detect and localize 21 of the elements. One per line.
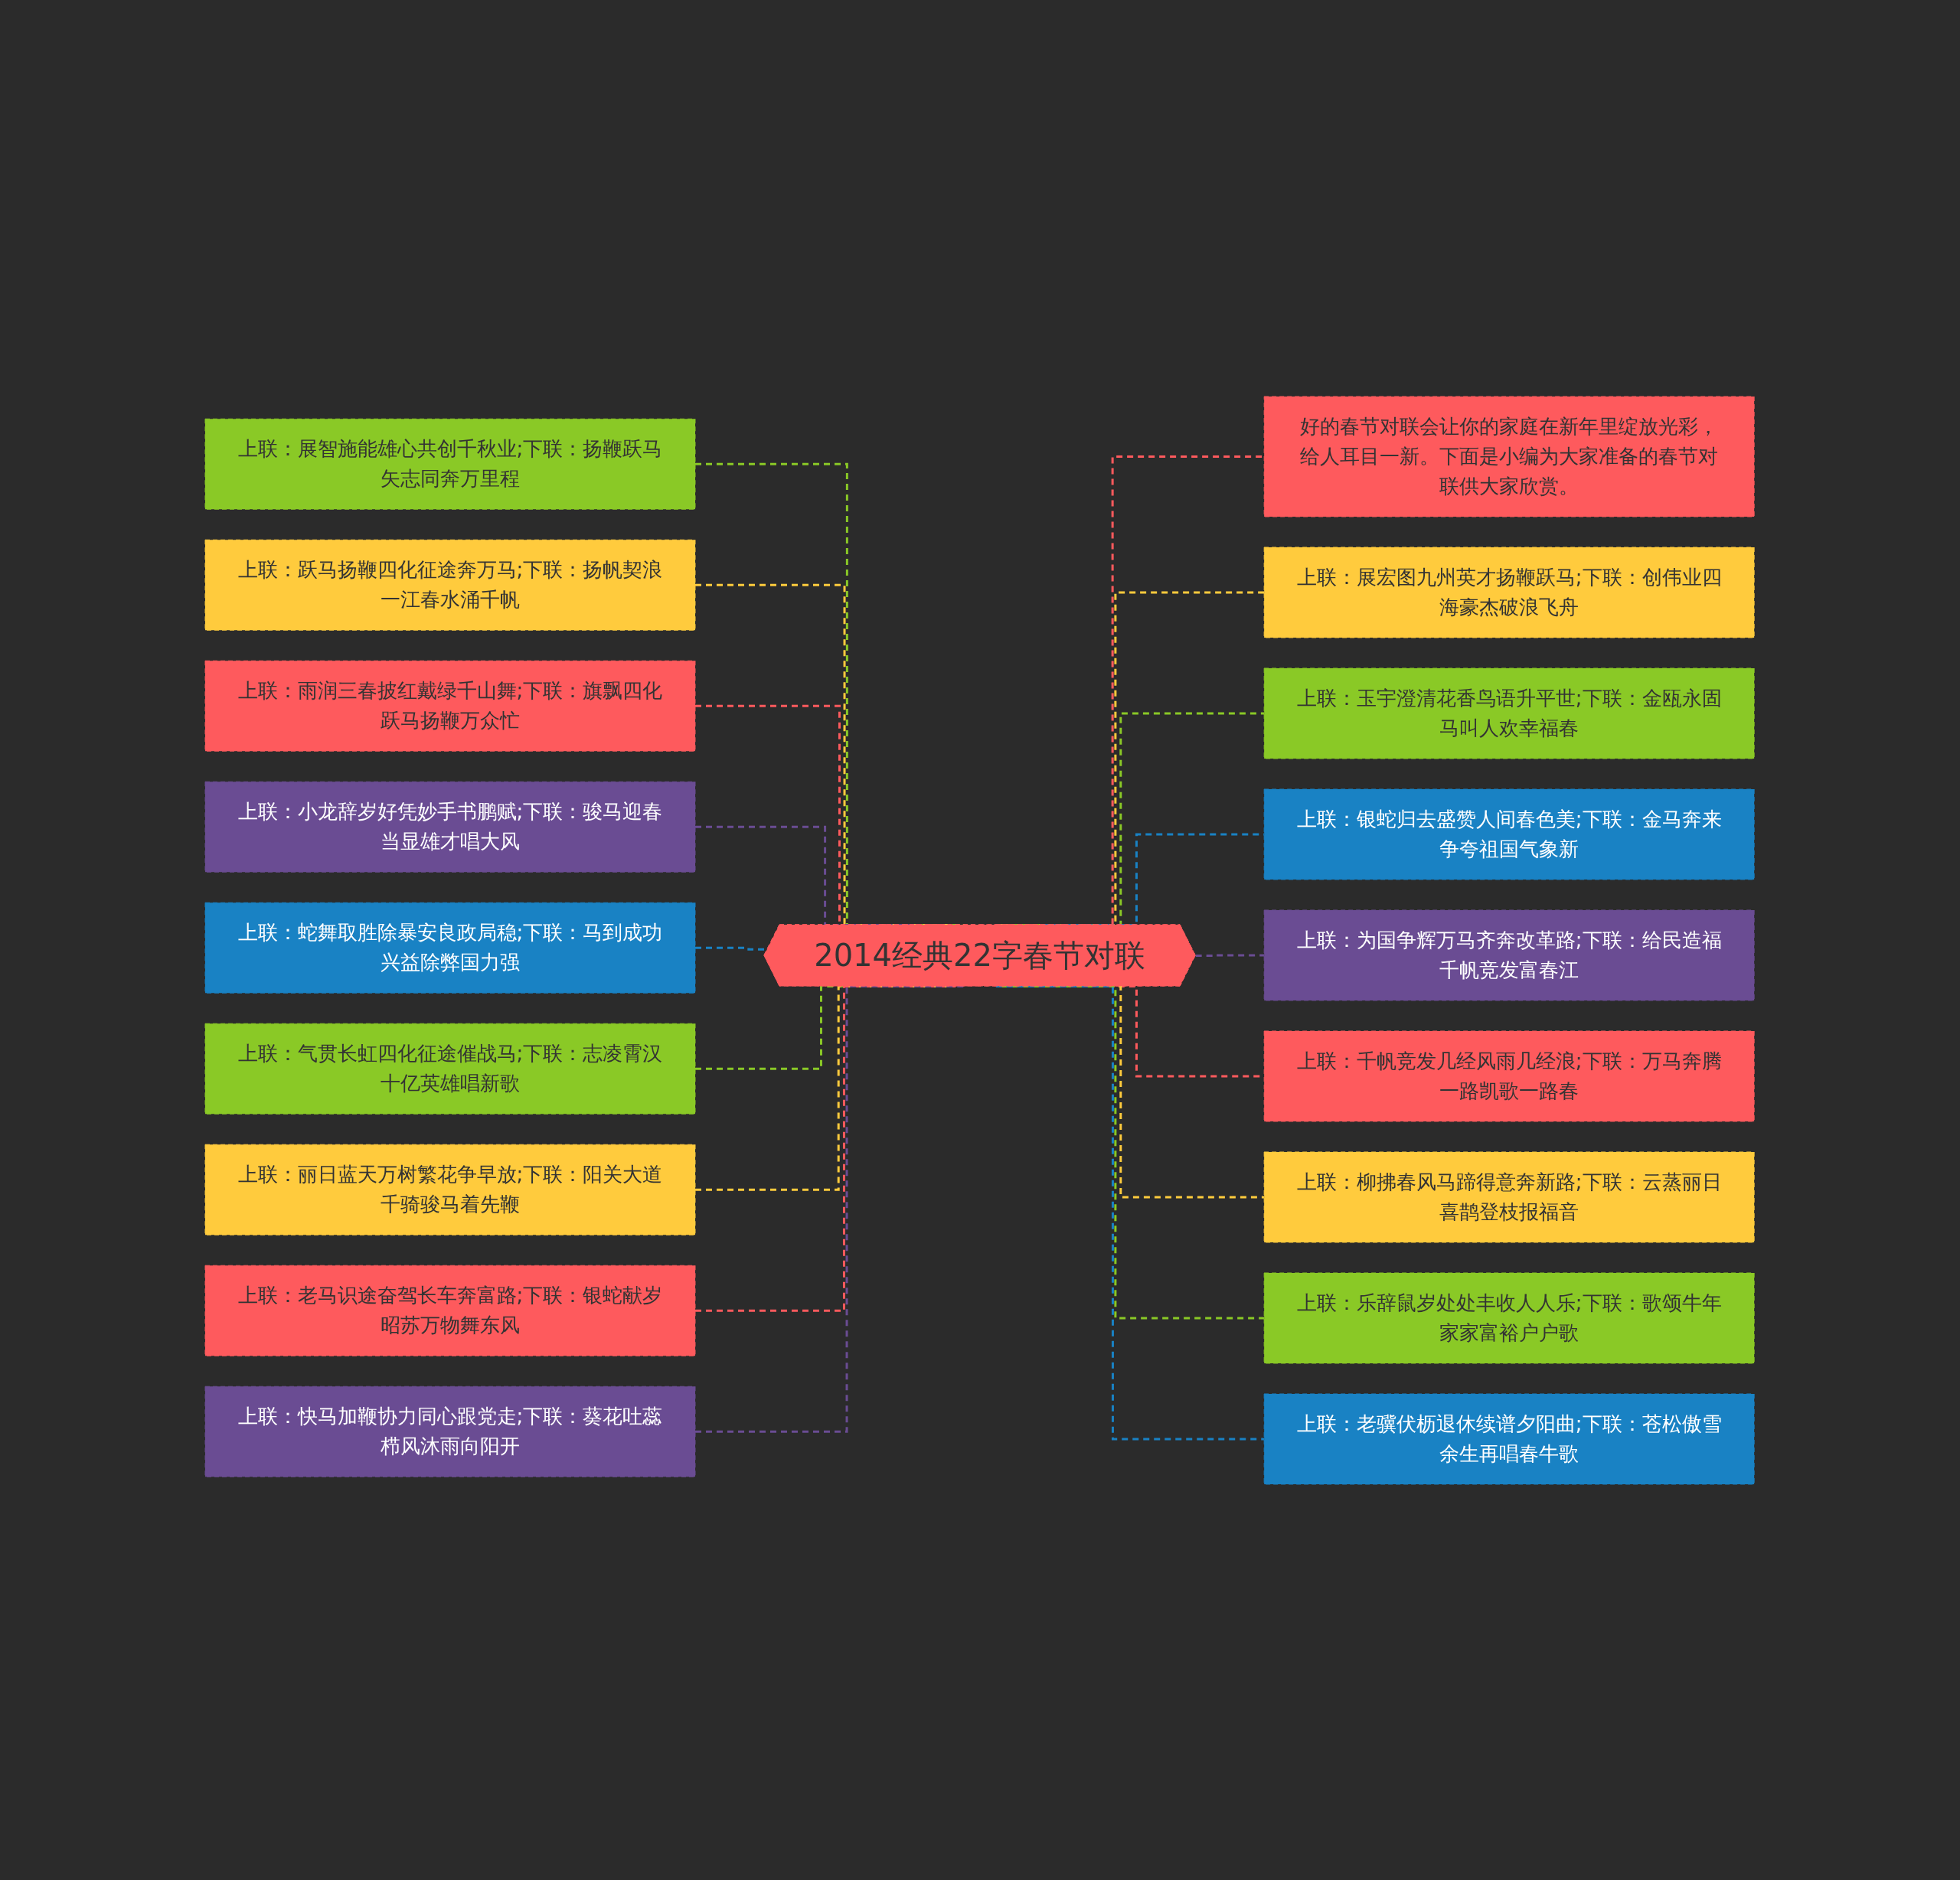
node-box: 上联：雨润三春披红戴绿千山舞;下联：旗飘四化跃马扬鞭万众忙	[204, 660, 696, 752]
node-box: 上联：蛇舞取胜除暴安良政局稳;下联：马到成功兴益除弊国力强	[204, 902, 696, 994]
node-box: 上联：千帆竞发几经风雨几经浪;下联：万马奔腾一路凯歌一路春	[1264, 1030, 1756, 1121]
connector	[1196, 954, 1265, 957]
node-box: 上联：柳拂春风马蹄得意奔新路;下联：云蒸丽日喜鹊登枝报福音	[1264, 1151, 1756, 1242]
node-box: 上联：老马识途奋驾长车奔富路;下联：银蛇献岁昭苏万物舞东风	[204, 1265, 696, 1356]
connector	[996, 984, 1265, 1440]
node-box: 上联：乐辞鼠岁处处丰收人人乐;下联：歌颂牛年家家富裕户户歌	[1264, 1272, 1756, 1363]
node-box: 上联：展宏图九州英才扬鞭跃马;下联：创伟业四海豪杰破浪飞舟	[1264, 547, 1756, 638]
node-box: 上联：为国争辉万马齐奔改革路;下联：给民造福千帆竞发富春江	[1264, 909, 1756, 1000]
node-box: 上联：快马加鞭协力同心跟党走;下联：葵花吐蕊栉风沐雨向阳开	[204, 1386, 696, 1477]
node-box: 上联：玉宇澄清花香鸟语升平世;下联：金瓯永固马叫人欢幸福春	[1264, 667, 1756, 759]
connector	[1001, 984, 1265, 1319]
node-box: 上联：跃马扬鞭四化征途奔万马;下联：扬帆契浪一江春水涌千帆	[204, 539, 696, 631]
node-box: 上联：丽日蓝天万树繁花争早放;下联：阳关大道千骑骏马着先鞭	[204, 1144, 696, 1235]
node-box: 上联：银蛇归去盛赞人间春色美;下联：金马奔来争夸祖国气象新	[1264, 788, 1756, 880]
node-box: 上联：气贯长虹四化征途催战马;下联：志凌霄汉十亿英雄唱新歌	[204, 1023, 696, 1115]
node-box: 上联：小龙辞岁好凭妙手书鹏赋;下联：骏马迎春当显雄才唱大风	[204, 781, 696, 873]
node-box: 好的春节对联会让你的家庭在新年里绽放光彩，给人耳目一新。下面是小编为大家准备的春节对联供大家欣赏。	[1264, 396, 1756, 517]
node-box: 上联：展智施能雄心共创千秋业;下联：扬鞭跃马矢志同奔万里程	[204, 418, 696, 510]
node-box: 上联：老骥伏枥退休续谱夕阳曲;下联：苍松傲雪余生再唱春牛歌	[1264, 1393, 1756, 1484]
